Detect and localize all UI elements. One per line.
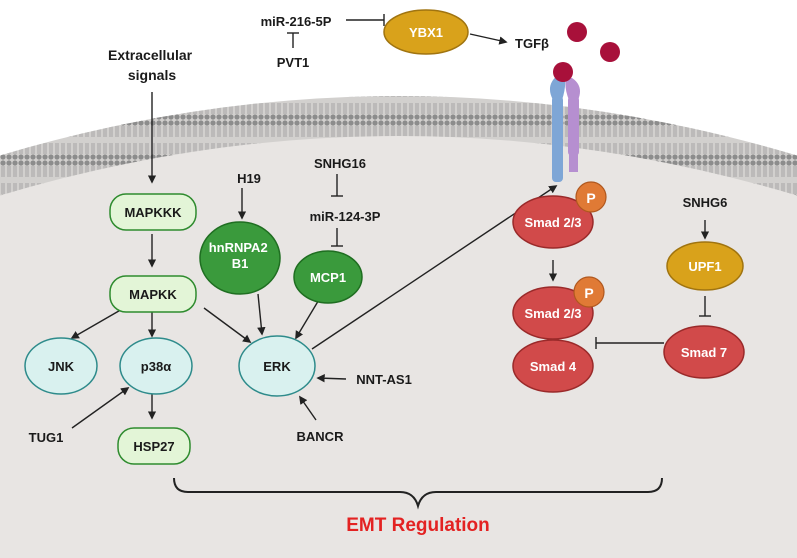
phospho-top: P xyxy=(575,181,607,213)
upf1-node: UPF1 xyxy=(666,241,744,291)
pvt1-label: PVT1 xyxy=(277,55,310,70)
tgfb-label: TGFβ xyxy=(515,36,549,51)
extracellular-label: Extracellular signals xyxy=(108,47,196,83)
mir216-label: miR-216-5P xyxy=(261,14,332,29)
smad4-node: Smad 4 xyxy=(512,339,594,393)
tgfb-ligand xyxy=(567,22,587,42)
tug1-label: TUG1 xyxy=(29,430,64,445)
jnk-label: JNK xyxy=(48,359,75,374)
nntas1-label: NNT-AS1 xyxy=(356,372,412,387)
ybx1-label: YBX1 xyxy=(409,25,443,40)
mapkkk-node: MAPKKK xyxy=(109,193,197,231)
mapkk-label: MAPKK xyxy=(129,287,177,302)
erk-node: ERK xyxy=(238,335,316,397)
mcp1-node: MCP1 xyxy=(293,250,363,304)
smad7-node: Smad 7 xyxy=(663,325,745,379)
phospho-mid: P xyxy=(573,276,605,308)
phospho-top-label: P xyxy=(586,190,595,206)
tgfb-ligand xyxy=(553,62,573,82)
jnk-node: JNK xyxy=(24,337,98,395)
diagram-title: EMT Regulation xyxy=(346,515,490,536)
hsp27-label: HSP27 xyxy=(133,439,174,454)
bottom-brace xyxy=(173,477,663,510)
upf1-label: UPF1 xyxy=(688,259,721,274)
smad23-mid-label: Smad 2/3 xyxy=(524,306,581,321)
smad23-mid-node: Smad 2/3 xyxy=(512,286,594,340)
hnrnpa2b1-label: hnRNPA2 B1 xyxy=(209,240,272,271)
tgfb-receptor xyxy=(549,75,580,182)
tgfb-ligand xyxy=(600,42,620,62)
h19-label: H19 xyxy=(237,171,261,186)
mcp1-label: MCP1 xyxy=(310,270,346,285)
smad23-top-node: Smad 2/3 xyxy=(512,195,594,249)
ybx1-node: YBX1 xyxy=(383,9,469,55)
phospho-mid-label: P xyxy=(584,285,593,301)
bancr-label: BANCR xyxy=(297,429,345,444)
hnrnpa2b1-node: hnRNPA2 B1 xyxy=(199,221,281,295)
mir124-label: miR-124-3P xyxy=(310,209,381,224)
p38-label: p38α xyxy=(141,359,171,374)
erk-label: ERK xyxy=(263,359,291,374)
smad4-label: Smad 4 xyxy=(530,359,577,374)
smad23-top-label: Smad 2/3 xyxy=(524,215,581,230)
smad7-label: Smad 7 xyxy=(681,345,727,360)
mapkk-node: MAPKK xyxy=(109,275,197,313)
mapkkk-label: MAPKKK xyxy=(124,205,182,220)
p38-node: p38α xyxy=(119,337,193,395)
cytoplasm xyxy=(0,116,797,558)
snhg16-label: SNHG16 xyxy=(314,156,366,171)
hsp27-node: HSP27 xyxy=(117,427,191,465)
snhg6-label: SNHG6 xyxy=(683,195,728,210)
